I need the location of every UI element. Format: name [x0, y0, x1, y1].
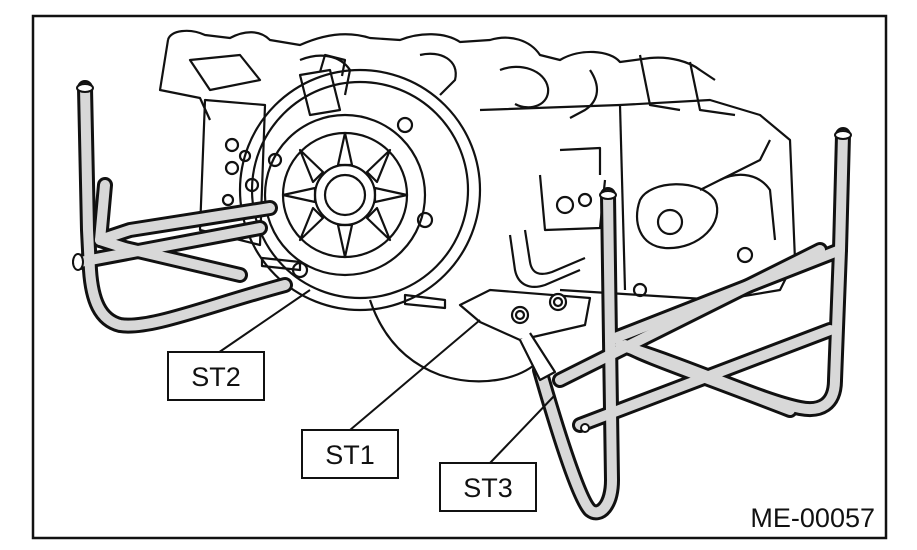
- callout-st1-label: ST1: [325, 440, 375, 470]
- leader-st2: [214, 289, 311, 356]
- figure-code: ME-00057: [750, 503, 875, 533]
- callout-st3-label: ST3: [463, 473, 513, 503]
- leader-lines: [214, 289, 556, 464]
- stand-st2-left: [72, 80, 293, 334]
- stand-st3-right: [532, 127, 852, 521]
- stand-st1-bracket: [458, 288, 592, 382]
- callout-st1: ST1: [301, 429, 399, 479]
- callout-st2-label: ST2: [191, 362, 241, 392]
- engine-assembly: [158, 29, 797, 383]
- callout-st2: ST2: [167, 351, 265, 401]
- leader-st1: [349, 319, 481, 431]
- leader-st3: [489, 394, 556, 464]
- callout-st3: ST3: [439, 462, 537, 512]
- figure-frame: [31, 14, 888, 540]
